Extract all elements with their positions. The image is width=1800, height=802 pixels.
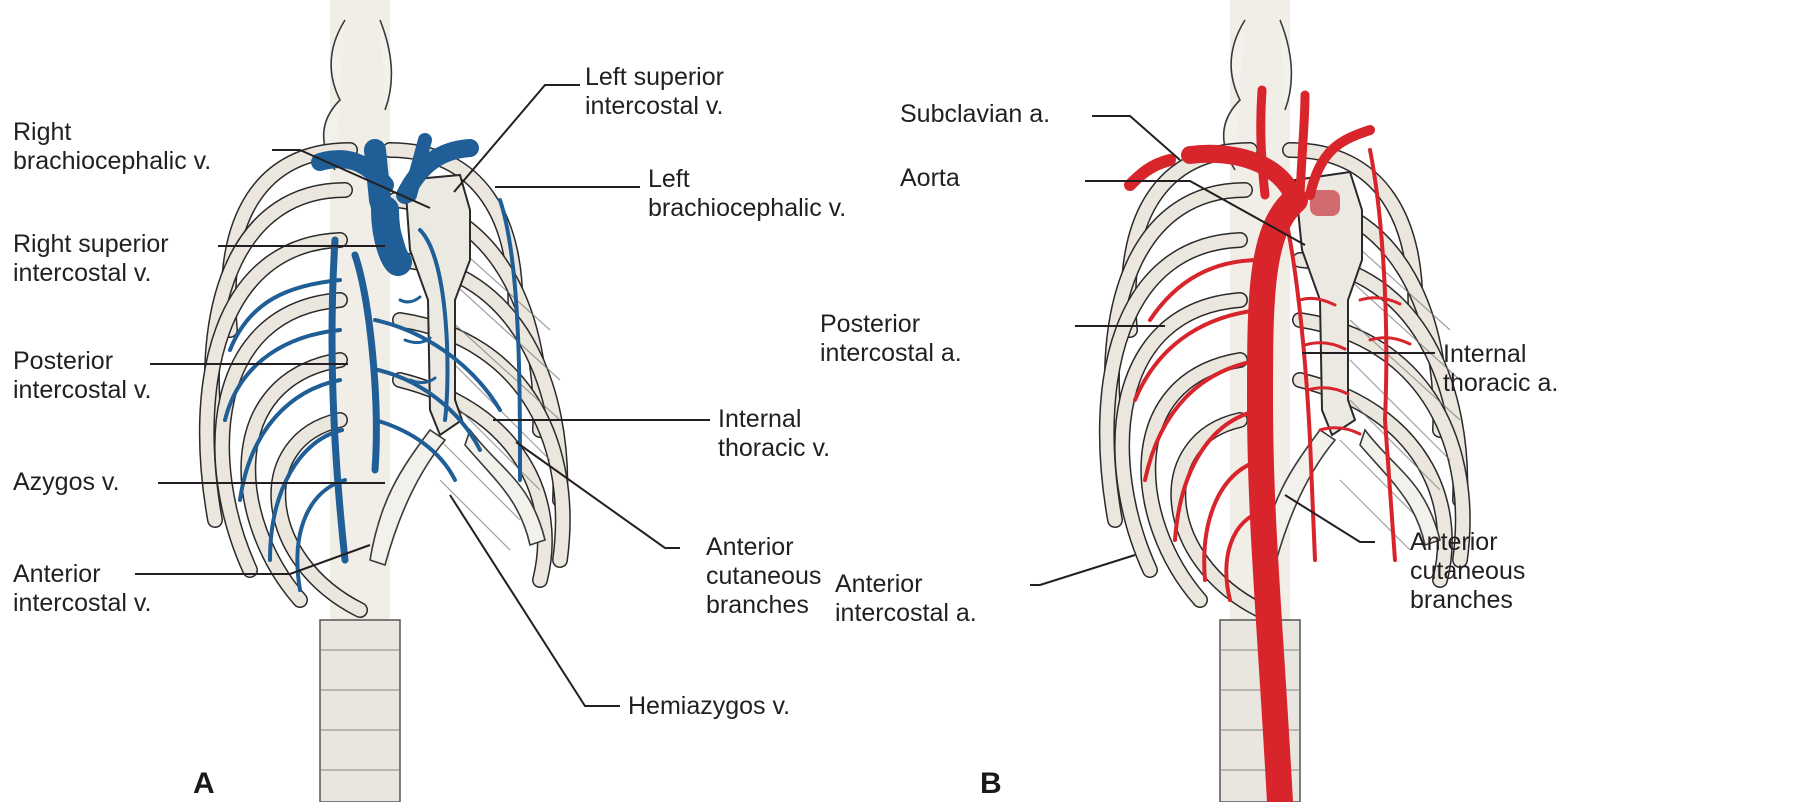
thorax-veins-illustration	[135, 0, 710, 802]
aortic-arch-cut	[1310, 190, 1340, 216]
costal-margin	[369, 428, 546, 567]
label-aorta: Aorta	[900, 164, 960, 192]
label-subclavian-a: Subclavian a.	[900, 100, 1051, 128]
leader-lines	[1030, 115, 1435, 586]
label-posterior-intercostal-a: Posterior intercostal a.	[820, 310, 962, 367]
label-right-superior-intercostal-v: Right superior intercostal v.	[13, 230, 169, 287]
label-hemiazygos-v: Hemiazygos v.	[628, 692, 791, 720]
leader-lines	[135, 84, 710, 707]
label-anterior-cutaneous-branches-b: Anterior cutaneous branches	[1410, 528, 1526, 614]
panel-letter-b: B	[980, 767, 1002, 800]
vein-network	[223, 133, 522, 592]
label-left-superior-intercostal-v: Left superior intercostal v.	[585, 63, 724, 120]
label-anterior-intercostal-a: Anterior intercostal a.	[835, 570, 977, 627]
label-anterior-cutaneous-branches-a: Anterior cutaneous branches	[706, 533, 822, 619]
label-azygos-v: Azygos v.	[13, 468, 120, 496]
label-right-brachiocephalic-v: Right brachiocephalic v.	[13, 118, 212, 175]
panel-a-veins: Right brachiocephalic v. Left superior i…	[13, 0, 847, 802]
panel-letter-a: A	[193, 767, 215, 800]
label-left-brachiocephalic-v: Left brachiocephalic v.	[648, 165, 847, 222]
vertebral-column	[319, 0, 401, 802]
label-anterior-intercostal-v: Anterior intercostal v.	[13, 560, 152, 617]
artery-network	[1124, 85, 1412, 802]
label-internal-thoracic-v: Internal thoracic v.	[718, 405, 831, 462]
label-posterior-intercostal-v: Posterior intercostal v.	[13, 347, 152, 404]
label-internal-thoracic-a: Internal thoracic a.	[1443, 340, 1559, 397]
panel-b-arteries: Subclavian a. Aorta Posterior intercosta…	[820, 0, 1800, 802]
sternum	[403, 173, 471, 437]
thorax-arteries-illustration	[1030, 0, 1471, 802]
